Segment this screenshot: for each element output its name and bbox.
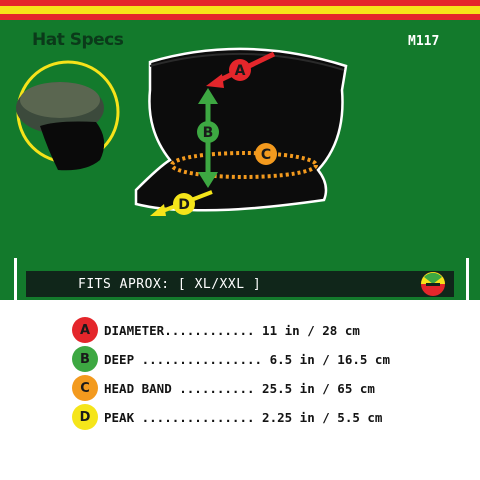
label-c-badge: C	[255, 143, 277, 165]
model-code: M117	[408, 34, 440, 49]
label-d-badge: D	[173, 193, 195, 215]
spec-row-diameter: A DIAMETER............ 11 in / 28 cm	[72, 317, 360, 343]
spec-text-head-band: HEAD BAND .......... 25.5 in / 65 cm	[104, 380, 375, 396]
top-stripe-red-2	[0, 14, 480, 20]
fits-frame-left	[14, 258, 17, 300]
spec-text-peak: PEAK ............... 2.25 in / 5.5 cm	[104, 409, 383, 425]
spec-row-deep: B DEEP ................ 6.5 in / 16.5 cm	[72, 346, 390, 372]
model-photo	[16, 60, 120, 171]
top-stripe-yellow	[0, 6, 480, 14]
label-a: A	[235, 63, 246, 79]
spec-text-deep: DEEP ................ 6.5 in / 16.5 cm	[104, 351, 390, 367]
spec-badge-c: C	[72, 375, 98, 401]
label-d: D	[178, 197, 190, 213]
hat-diagram: A B C D	[16, 47, 348, 216]
spec-badge-a: A	[72, 317, 98, 343]
label-a-badge: A	[229, 59, 251, 81]
hat-silhouette	[134, 47, 348, 212]
spec-text-diameter: DIAMETER............ 11 in / 28 cm	[104, 322, 360, 338]
label-b: B	[203, 125, 214, 141]
label-c: C	[261, 147, 271, 163]
spec-row-head-band: C HEAD BAND .......... 25.5 in / 65 cm	[72, 375, 375, 401]
fits-frame-right	[466, 258, 469, 300]
page-title: Hat Specs	[32, 30, 124, 50]
headband-measure	[170, 151, 318, 179]
spec-badge-d: D	[72, 404, 98, 430]
fits-bar: FITS APROX: [ XL/XXL ]	[26, 271, 454, 297]
spec-row-peak: D PEAK ............... 2.25 in / 5.5 cm	[72, 404, 382, 430]
brand-logo-icon	[421, 272, 445, 296]
fits-label: FITS APROX: [ XL/XXL ]	[78, 277, 262, 292]
top-stripe-red	[0, 0, 480, 6]
spec-badge-b: B	[72, 346, 98, 372]
label-b-badge: B	[197, 121, 219, 143]
